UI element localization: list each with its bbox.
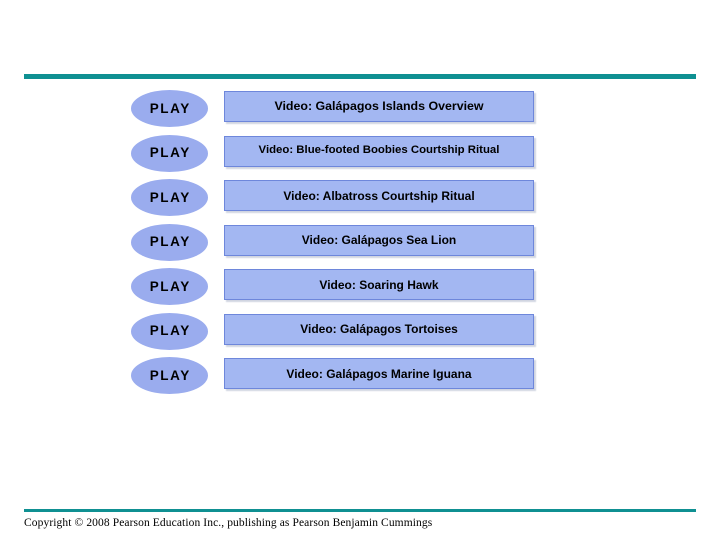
bottom-divider-rule — [24, 509, 696, 512]
video-title-label: Video: Galápagos Tortoises — [300, 322, 458, 336]
play-button-label: PLAY — [149, 145, 191, 161]
play-button-label: PLAY — [149, 367, 191, 383]
play-button-label: PLAY — [149, 189, 191, 205]
video-title-label: Video: Galápagos Marine Iguana — [286, 366, 472, 381]
video-title-label: Video: Soaring Hawk — [319, 277, 439, 292]
play-button-label: PLAY — [149, 100, 191, 116]
video-title-label: Video: Albatross Courtship Ritual — [283, 188, 475, 203]
video-link-4[interactable]: Video: Galápagos Sea Lion — [224, 224, 534, 256]
video-row: PLAY Video: Galápagos Islands Overview — [0, 88, 720, 133]
video-title-label: Video: Blue-footed Boobies Courtship Rit… — [258, 144, 500, 157]
play-button-6[interactable]: PLAY — [131, 312, 208, 350]
video-link-2[interactable]: Video: Blue-footed Boobies Courtship Rit… — [224, 135, 534, 167]
play-button-5[interactable]: PLAY — [131, 268, 208, 305]
video-link-3[interactable]: Video: Albatross Courtship Ritual — [224, 180, 534, 211]
play-button-4[interactable]: PLAY — [131, 223, 208, 261]
video-title-label: Video: Galápagos Sea Lion — [301, 233, 457, 247]
video-link-5[interactable]: Video: Soaring Hawk — [224, 269, 534, 300]
video-row: PLAY Video: Galápagos Marine Iguana — [0, 355, 720, 400]
top-divider-rule — [24, 74, 696, 79]
play-button-label: PLAY — [149, 278, 191, 294]
play-button-label: PLAY — [149, 234, 191, 250]
video-row: PLAY Video: Blue-footed Boobies Courtshi… — [0, 133, 720, 178]
video-row: PLAY Video: Albatross Courtship Ritual — [0, 177, 720, 222]
video-link-1[interactable]: Video: Galápagos Islands Overview — [224, 91, 534, 122]
play-button-1[interactable]: PLAY — [131, 90, 208, 127]
video-row: PLAY Video: Galápagos Sea Lion — [0, 222, 720, 267]
copyright-notice: Copyright © 2008 Pearson Education Inc.,… — [24, 517, 433, 529]
play-button-label: PLAY — [149, 323, 191, 339]
video-row: PLAY Video: Soaring Hawk — [0, 266, 720, 311]
video-link-list: PLAY Video: Galápagos Islands Overview P… — [0, 88, 720, 400]
video-link-7[interactable]: Video: Galápagos Marine Iguana — [224, 358, 534, 389]
play-button-7[interactable]: PLAY — [131, 357, 208, 394]
play-button-3[interactable]: PLAY — [131, 179, 208, 216]
video-link-6[interactable]: Video: Galápagos Tortoises — [224, 313, 534, 345]
play-button-2[interactable]: PLAY — [131, 134, 208, 172]
video-title-label: Video: Galápagos Islands Overview — [274, 99, 484, 114]
video-row: PLAY Video: Galápagos Tortoises — [0, 311, 720, 356]
